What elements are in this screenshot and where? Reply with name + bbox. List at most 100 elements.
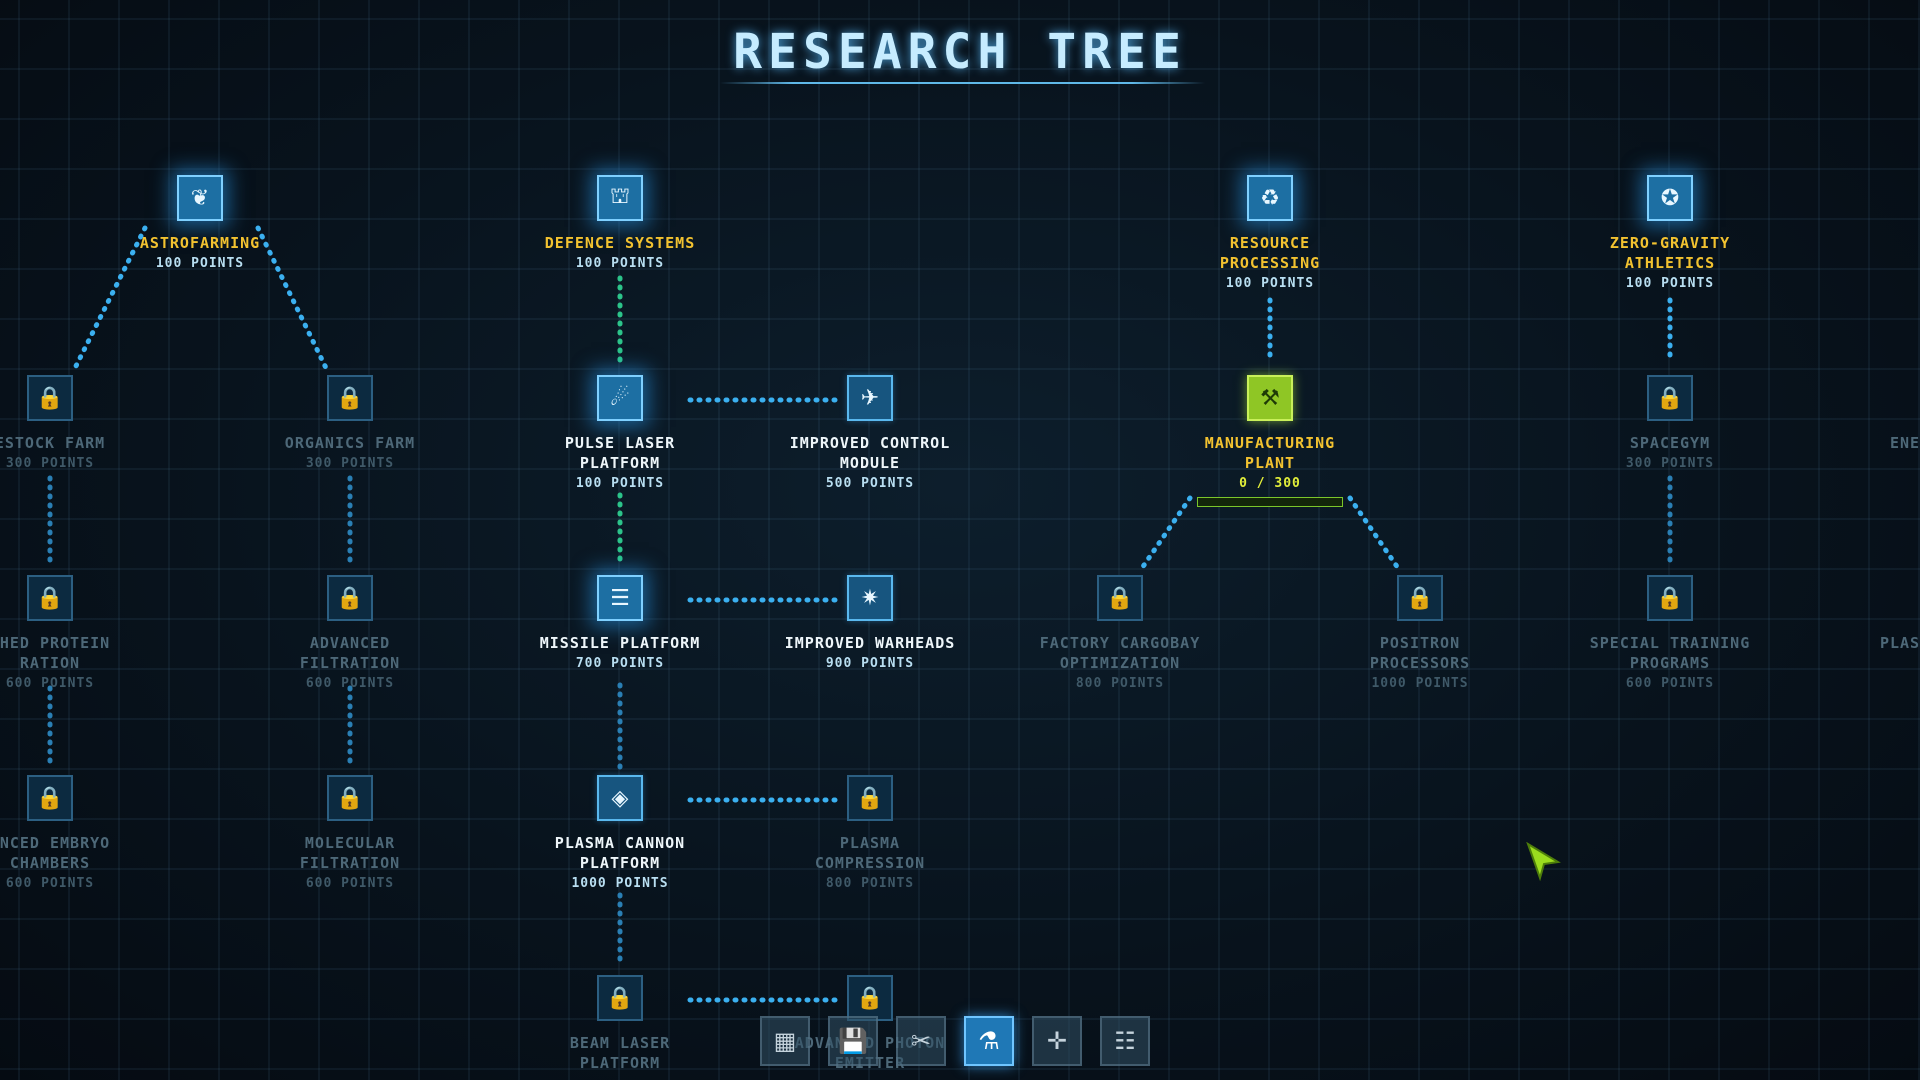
lock-icon[interactable]: 🔒 [597, 975, 643, 1021]
lock-icon[interactable]: 🔒 [27, 375, 73, 421]
node-points: 800 POINTS [825, 876, 915, 891]
lock-icon[interactable]: 🔒 [27, 775, 73, 821]
research-node-energy-partial[interactable]: ENE [1805, 375, 1920, 453]
toolbar-button-grid[interactable]: ▦ [760, 1016, 810, 1066]
node-points: 600 POINTS [305, 876, 395, 891]
research-node-plasma-partial[interactable]: PLAS [1800, 575, 1920, 653]
node-label-line: DEFENCE SYSTEMS [544, 234, 696, 252]
toolbar-button-save[interactable]: 💾 [828, 1016, 878, 1066]
bottom-toolbar: ▦ 💾 ✂ ⚗ ✛ ☷ [760, 1016, 1150, 1066]
node-label-line: FILTRATION [299, 854, 401, 872]
lock-icon[interactable]: 🔒 [327, 575, 373, 621]
node-label-line: IMPROVED WARHEADS [784, 634, 956, 652]
node-points: 700 POINTS [575, 656, 665, 671]
node-points: 100 POINTS [575, 476, 665, 491]
toolbar-button-navigation[interactable]: ✛ [1032, 1016, 1082, 1066]
node-label-line: SPACEGYM [1629, 434, 1711, 452]
vitruvian-icon[interactable]: ✪ [1647, 175, 1693, 221]
turret-icon[interactable]: ⛫ [597, 175, 643, 221]
node-points: 1000 POINTS [571, 876, 669, 891]
node-label: SPACEGYM [1570, 433, 1770, 453]
lock-icon[interactable]: 🔒 [1397, 575, 1443, 621]
node-label-line: PLATFORM [579, 454, 661, 472]
lock-icon[interactable]: 🔒 [1647, 375, 1693, 421]
node-label-line: ENE [1889, 434, 1920, 452]
node-label-line: MODULE [839, 454, 901, 472]
research-node-improved-warheads[interactable]: ✷ IMPROVED WARHEADS 900 POINTS [770, 575, 970, 675]
lock-icon[interactable]: 🔒 [327, 375, 373, 421]
node-label-line: BEAM LASER [569, 1034, 671, 1052]
node-label-line: RATION [19, 654, 81, 672]
toolbar-button-research[interactable]: ⚗ [964, 1016, 1014, 1066]
research-node-defence-systems[interactable]: ⛫ DEFENCE SYSTEMS 100 POINTS [520, 175, 720, 275]
connector-line [255, 225, 329, 371]
node-points: 900 POINTS [825, 656, 915, 671]
tools-icon: ✂ [910, 1027, 932, 1055]
toolbar-button-tools[interactable]: ✂ [896, 1016, 946, 1066]
missile-icon[interactable]: ☰ [597, 575, 643, 621]
lock-icon[interactable]: 🔒 [847, 775, 893, 821]
node-label-line: FILTRATION [299, 654, 401, 672]
satellite-icon[interactable]: ✈ [847, 375, 893, 421]
pulse-laser-icon[interactable]: ☄ [597, 375, 643, 421]
factory-icon[interactable]: ⚒ [1247, 375, 1293, 421]
node-label-line: MANUFACTURING [1204, 434, 1336, 452]
lock-icon[interactable]: 🔒 [327, 775, 373, 821]
node-label: ENE [1805, 433, 1920, 453]
connector-line [72, 225, 148, 371]
offscreen-node-spacer [1800, 575, 1920, 621]
mouse-cursor-icon [1526, 842, 1561, 882]
node-points: 100 POINTS [575, 256, 665, 271]
node-label: SPECIAL TRAINING PROGRAMS [1570, 633, 1770, 673]
toolbar-button-hierarchy[interactable]: ☷ [1100, 1016, 1150, 1066]
lock-icon[interactable]: 🔒 [847, 975, 893, 1021]
crosshair-icon: ✛ [1046, 1027, 1068, 1055]
lock-icon[interactable]: 🔒 [1097, 575, 1143, 621]
node-label-line: ZERO-GRAVITY [1609, 234, 1731, 252]
node-label-line: ORGANICS FARM [284, 434, 416, 452]
plasma-icon[interactable]: ◈ [597, 775, 643, 821]
node-label-line: PLASMA CANNON [554, 834, 686, 852]
lock-icon[interactable]: 🔒 [1647, 575, 1693, 621]
node-label: ASTROFARMING [100, 233, 300, 253]
node-label-line: OPTIMIZATION [1059, 654, 1181, 672]
node-points: 600 POINTS [305, 676, 395, 691]
leaf-icon[interactable]: ❦ [177, 175, 223, 221]
lock-icon[interactable]: 🔒 [27, 575, 73, 621]
node-label-line: PROGRAMS [1629, 654, 1711, 672]
node-label: DEFENCE SYSTEMS [520, 233, 720, 253]
node-points: 100 POINTS [1625, 276, 1715, 291]
node-label-line: RESOURCE [1229, 234, 1311, 252]
recycle-icon[interactable]: ♻ [1247, 175, 1293, 221]
warhead-icon[interactable]: ✷ [847, 575, 893, 621]
node-label-line: COMPRESSION [814, 854, 926, 872]
node-label-line: SPECIAL TRAINING [1589, 634, 1751, 652]
